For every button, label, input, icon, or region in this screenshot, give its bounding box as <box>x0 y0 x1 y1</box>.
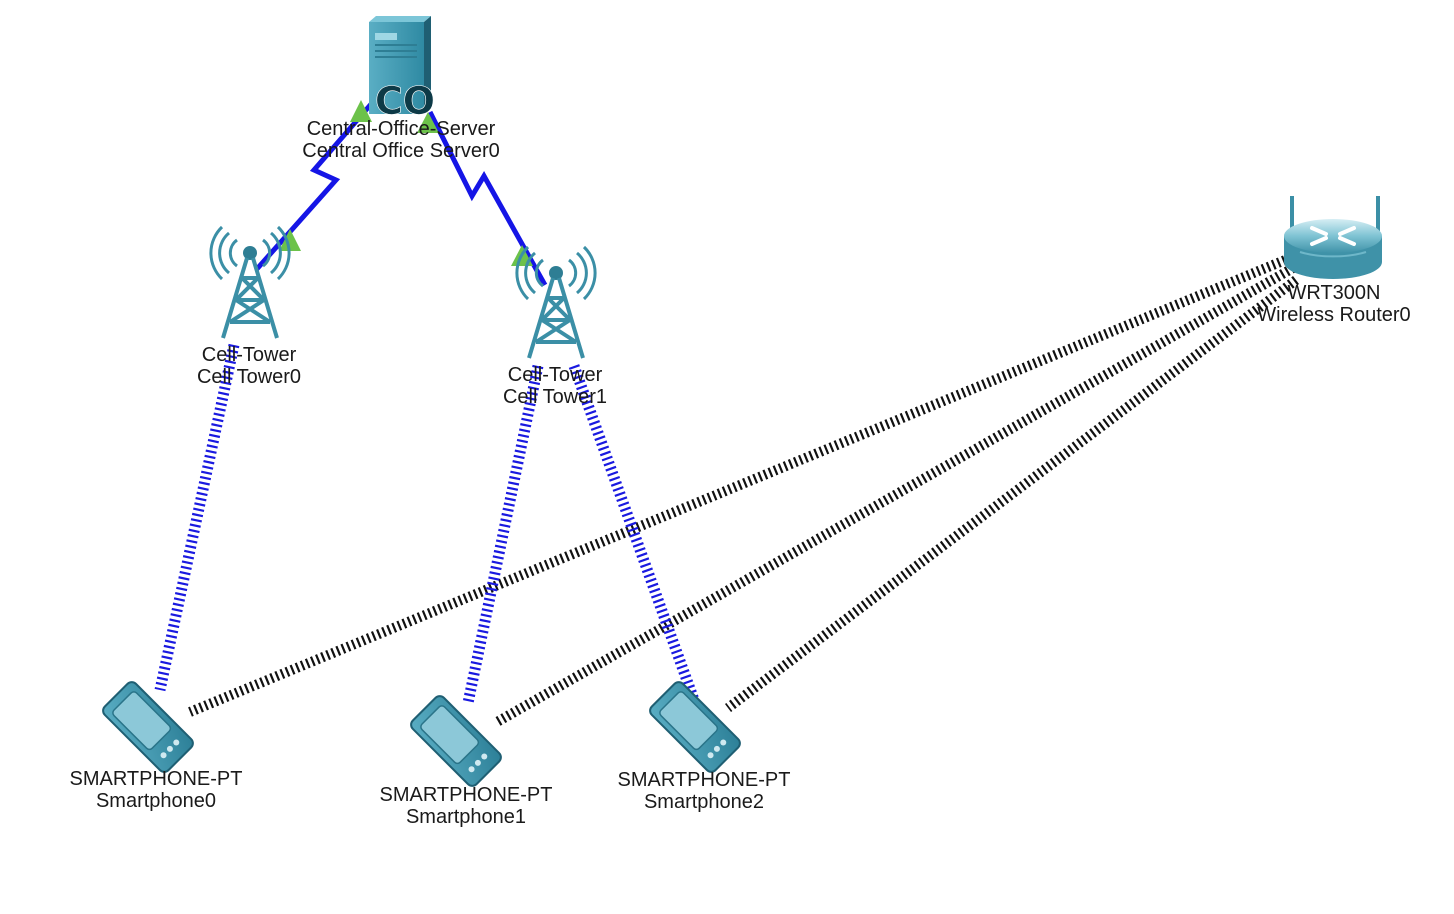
tower0-label: Cell-Tower Cell Tower0 <box>197 344 301 388</box>
device-model: Cell-Tower <box>201 344 297 366</box>
wireless-router[interactable] <box>1284 196 1382 279</box>
device-model: Cell-Tower <box>507 364 603 386</box>
device-name: Cell Tower0 <box>196 366 302 388</box>
smartphone-icon <box>102 681 194 773</box>
smartphone-icon <box>649 681 741 773</box>
device-model: SMARTPHONE-PT <box>69 768 243 790</box>
device-model: SMARTPHONE-PT <box>617 769 791 791</box>
phone0-label: SMARTPHONE-PT Smartphone0 <box>70 768 243 812</box>
device-model: Central-Office-Server <box>306 118 496 140</box>
server-icon <box>369 16 431 114</box>
device-name: Smartphone1 <box>405 806 527 828</box>
serial-link-server-tower1[interactable] <box>427 110 548 287</box>
device-model: SMARTPHONE-PT <box>379 784 553 806</box>
cell-tower-1[interactable] <box>515 245 597 359</box>
cell-tower-0[interactable] <box>209 225 291 339</box>
device-name: Cell Tower1 <box>502 386 608 408</box>
device-name: Smartphone2 <box>643 791 765 813</box>
smartphone-1[interactable] <box>409 694 504 789</box>
wireless-link-router-phone1[interactable] <box>494 263 1296 727</box>
router-label: WRT300N Wireless Router0 <box>1257 282 1410 326</box>
cellular-link-tower0-phone0[interactable] <box>154 343 240 692</box>
device-name: Smartphone0 <box>95 790 217 812</box>
wireless-link-router-phone0[interactable] <box>188 253 1292 717</box>
link-up-indicator <box>417 112 439 133</box>
device-model: WRT300N <box>1287 282 1381 304</box>
link-up-indicator <box>279 229 301 251</box>
cell-tower-icon <box>209 225 291 339</box>
wireless-router-icon <box>1284 196 1382 279</box>
cell-tower-icon <box>515 245 597 359</box>
server-label: Central-Office-Server Central Office Ser… <box>302 118 500 162</box>
phone1-label: SMARTPHONE-PT Smartphone1 <box>380 784 553 828</box>
smartphone-0[interactable] <box>101 680 196 775</box>
cellular-link-tower1-phone1[interactable] <box>462 364 544 705</box>
tower1-label: Cell-Tower Cell Tower1 <box>503 364 607 408</box>
wireless-link-router-phone2[interactable] <box>724 276 1300 712</box>
links-layer <box>154 100 1300 727</box>
phone2-label: SMARTPHONE-PT Smartphone2 <box>618 769 791 813</box>
smartphone-icon <box>410 695 502 787</box>
serial-link-server-tower0[interactable] <box>254 101 374 272</box>
server-badge: CO <box>375 79 435 123</box>
device-name: Wireless Router0 <box>1257 304 1411 326</box>
device-name: Central Office Server0 <box>302 140 500 162</box>
central-office-server[interactable]: CO <box>369 16 435 123</box>
link-up-indicator <box>350 100 372 122</box>
smartphone-2[interactable] <box>648 680 743 775</box>
